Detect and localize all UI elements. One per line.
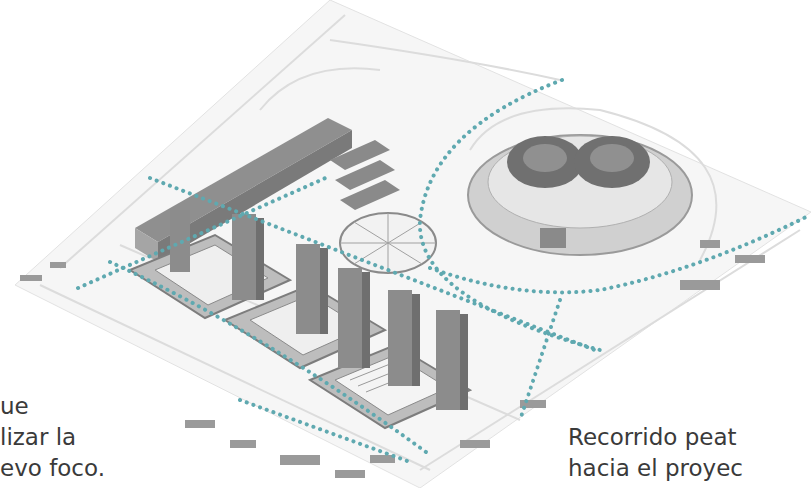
- street-lines: [40, 15, 800, 470]
- ground-plane: [15, 0, 811, 488]
- slab-buildings: [330, 140, 400, 210]
- annotation-text: Recorrido peat: [568, 423, 737, 451]
- annotation-text: lizar la: [0, 423, 76, 451]
- pedestrian-routes: [78, 80, 810, 462]
- annotation-text: evo foco.: [0, 454, 105, 482]
- annotation-text: ue: [0, 392, 29, 420]
- stadium-dome: [468, 135, 692, 255]
- annotation-text: hacia el proyec: [568, 454, 743, 482]
